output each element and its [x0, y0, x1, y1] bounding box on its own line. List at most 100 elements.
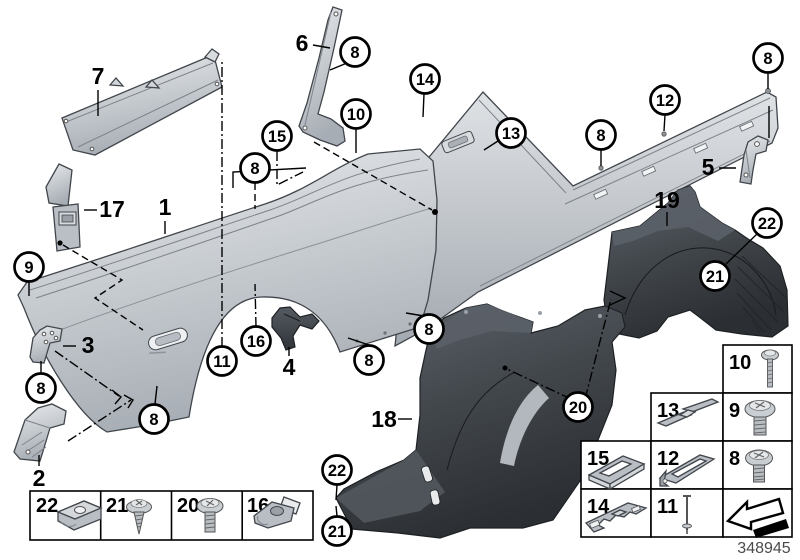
balloon-8-fender-lower[interactable]: 8: [138, 403, 170, 435]
part-7-upper-bracket: [61, 48, 223, 156]
svg-text:8: 8: [763, 50, 772, 68]
washer-head-screw-icon-9: [744, 400, 776, 436]
balloon-16[interactable]: 16: [240, 325, 272, 357]
svg-text:21: 21: [706, 268, 724, 286]
balloon-22-front[interactable]: 22: [321, 454, 353, 486]
balloon-15[interactable]: 15: [261, 120, 293, 152]
label-part-17[interactable]: 17: [99, 196, 125, 222]
legend-cell-22[interactable]: 22: [36, 495, 103, 531]
quarter-handle-detail: [441, 130, 475, 154]
balloon-13[interactable]: 13: [495, 117, 527, 149]
label-part-18[interactable]: 18: [371, 406, 397, 432]
screw-point: [661, 131, 667, 137]
label-part-6[interactable]: 6: [296, 30, 309, 56]
leader-dot: [432, 209, 438, 215]
mount-hole: [754, 141, 760, 147]
legend-right: 10 13 9 15 12 8 14 11: [580, 344, 793, 538]
label-part-5[interactable]: 5: [702, 154, 715, 180]
svg-text:8: 8: [350, 44, 359, 62]
part-2-bracket: [13, 403, 67, 462]
mount-hole: [302, 125, 308, 131]
part-1-front-fender: [17, 148, 438, 433]
drawing-number: 348945: [737, 540, 790, 557]
svg-text:14: 14: [587, 496, 610, 518]
label-part-19[interactable]: 19: [654, 187, 680, 213]
svg-text:20: 20: [569, 399, 587, 417]
part-number-labels: 7 6 17 1 3 2 4 5 19 18: [33, 30, 715, 491]
mount-hole: [743, 172, 749, 178]
adapter-plate-icon: [656, 398, 720, 427]
svg-text:8: 8: [250, 160, 259, 178]
svg-text:22: 22: [328, 462, 346, 480]
balloon-8-sill-end[interactable]: 8: [752, 42, 784, 74]
svg-text:11: 11: [657, 496, 678, 518]
mount-hole: [214, 81, 220, 87]
balloon-12[interactable]: 12: [649, 84, 681, 116]
balloon-10[interactable]: 10: [340, 98, 372, 130]
svg-text:22: 22: [758, 215, 776, 233]
pan-head-screw-icon: [196, 498, 224, 533]
part-19-rear-wheel-arch-liner: [603, 185, 789, 339]
svg-text:15: 15: [268, 128, 286, 146]
label-part-2[interactable]: 2: [33, 465, 46, 491]
leader-lines: [28, 44, 770, 517]
balloon-8-apillar[interactable]: 8: [339, 36, 371, 68]
svg-text:16: 16: [247, 333, 265, 351]
mount-hole: [333, 11, 339, 17]
legend-left: 22 21 20: [29, 490, 314, 541]
sill-slots: [593, 120, 755, 200]
svg-text:14: 14: [416, 71, 435, 89]
part-4-bracket: [271, 306, 320, 351]
balloon-8-cowl[interactable]: 8: [239, 152, 271, 184]
svg-text:22: 22: [36, 495, 58, 517]
label-part-7[interactable]: 7: [92, 63, 105, 89]
balloon-14[interactable]: 14: [409, 63, 441, 95]
balloon-8-rocker-front[interactable]: 8: [353, 344, 385, 376]
balloon-11[interactable]: 11: [206, 345, 238, 377]
direction-arrowhead: [609, 290, 627, 306]
svg-text:13: 13: [502, 125, 520, 143]
legend-cell-21[interactable]: 21: [106, 495, 152, 535]
screw-point: [598, 165, 604, 171]
self-tapping-screw-icon: [126, 499, 152, 535]
svg-text:9: 9: [24, 259, 33, 277]
mount-hole: [63, 118, 69, 124]
svg-text:8: 8: [149, 411, 158, 429]
part-18-front-wheel-arch-liner: [335, 303, 626, 539]
part-17-bracket: [45, 163, 81, 252]
washer-head-screw-icon-8: [745, 449, 773, 483]
callout-balloons: 8 14 10 15 8 13 8 12 8 9 8 8 11 16 8 8 2…: [13, 36, 784, 547]
balloon-8-rocker-lip[interactable]: 8: [413, 313, 445, 345]
svg-text:15: 15: [587, 448, 609, 470]
label-part-4[interactable]: 4: [283, 354, 296, 380]
balloon-9[interactable]: 9: [13, 251, 45, 283]
balloon-21-front[interactable]: 21: [321, 515, 353, 547]
svg-text:10: 10: [729, 352, 751, 374]
label-part-3[interactable]: 3: [82, 332, 95, 358]
notched-shim-icon: [584, 502, 648, 533]
svg-text:10: 10: [347, 106, 365, 124]
label-part-1[interactable]: 1: [159, 194, 172, 220]
u-shim-icon: [587, 455, 646, 491]
main-illustration: 8 14 10 15 8 13 8 12 8 9 8 8 11 16 8 8 2…: [13, 6, 789, 547]
leader-dot: [502, 365, 508, 371]
balloon-21-rear[interactable]: 21: [699, 260, 731, 292]
screw-point: [765, 88, 771, 94]
balloon-8-sill-mid[interactable]: 8: [585, 119, 617, 151]
clip-nut-icon: [56, 500, 103, 531]
mount-hole: [89, 146, 95, 152]
balloon-20[interactable]: 20: [562, 391, 594, 423]
svg-text:8: 8: [729, 448, 740, 470]
legend-cell-16[interactable]: 16: [247, 495, 301, 529]
direction-arrow-icon: [725, 497, 789, 538]
balloon-22-rear[interactable]: 22: [751, 207, 783, 239]
part-14-quarter-panel-sill: [394, 88, 779, 348]
part-6-a-pillar-trim: [298, 6, 346, 147]
balloon-8-bracket3[interactable]: 8: [25, 372, 57, 404]
svg-text:8: 8: [364, 352, 373, 370]
legend-cell-20[interactable]: 20: [177, 495, 224, 533]
svg-text:21: 21: [328, 523, 346, 541]
long-screw-icon: [761, 349, 779, 388]
svg-text:11: 11: [213, 353, 230, 371]
